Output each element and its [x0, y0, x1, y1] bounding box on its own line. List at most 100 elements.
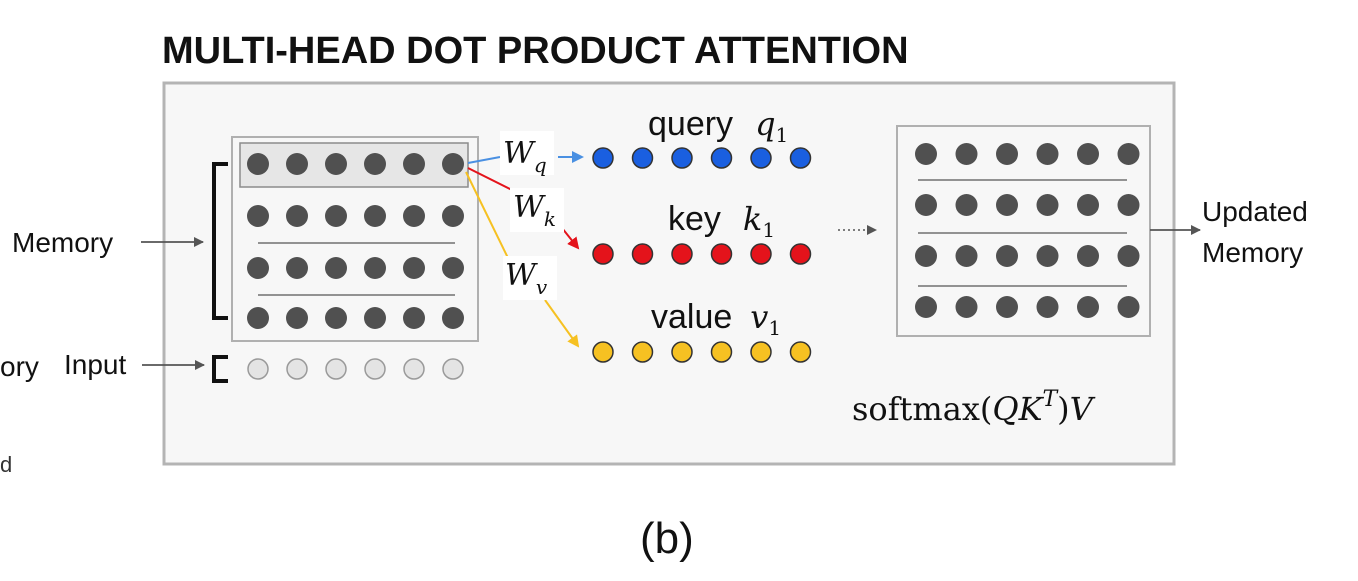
query-dot: [592, 147, 614, 169]
updated-memory-label-line2: Memory: [1202, 237, 1303, 268]
output-dot: [955, 245, 978, 267]
clipped-text-fragment: ory: [0, 351, 39, 382]
memory-dot: [364, 307, 386, 329]
updated-memory-label-line1: Updated: [1202, 196, 1308, 227]
memory-dot: [247, 205, 269, 227]
key-dot: [592, 243, 614, 265]
selected-memory-row: [239, 142, 469, 188]
key-dot: [671, 243, 693, 265]
output-dot: [955, 296, 978, 318]
memory-dots: [247, 153, 464, 329]
value-dot: [789, 341, 812, 363]
memory-dot: [286, 153, 308, 175]
input-dots: [247, 358, 464, 380]
memory-dot: [364, 205, 386, 227]
memory-dot: [364, 257, 386, 279]
output-dot: [955, 143, 978, 165]
input-label: Input: [64, 349, 126, 380]
query-dot: [631, 147, 654, 169]
wk-label-box: [510, 188, 564, 232]
output-dot: [955, 194, 978, 216]
output-dot: [1077, 143, 1099, 165]
memory-dot: [325, 257, 347, 279]
output-dot: [996, 296, 1018, 318]
figure-caption: (b): [640, 514, 694, 563]
input-dot: [325, 358, 347, 380]
output-dot: [915, 296, 937, 318]
output-dot: [1036, 296, 1059, 318]
output-dot: [1077, 245, 1099, 267]
value-projection-arrow: [465, 171, 578, 346]
memory-dot: [325, 153, 347, 175]
output-dots: [915, 143, 1140, 318]
output-dot: [1036, 245, 1059, 267]
memory-dot: [442, 307, 464, 329]
output-dot: [996, 245, 1018, 267]
query-dot: [671, 147, 693, 169]
wq-label: Wq: [503, 136, 547, 177]
memory-dot: [286, 307, 308, 329]
output-dot: [1117, 296, 1140, 318]
query-dot: [789, 147, 812, 169]
memory-dot: [325, 205, 347, 227]
output-dot: [1117, 143, 1140, 165]
query-vector-dots: [592, 147, 812, 169]
input-dot: [403, 358, 425, 380]
attention-formula: softmax(QKT)V: [852, 387, 1096, 428]
input-dot: [364, 358, 386, 380]
clipped-text-fragment: d: [0, 452, 12, 477]
memory-dot: [325, 307, 347, 329]
value-dot: [671, 341, 693, 363]
key-dot: [710, 243, 733, 265]
input-dot: [442, 358, 464, 380]
key-dot: [789, 243, 812, 265]
query-projection-arrow: [467, 157, 582, 163]
memory-dot: [247, 153, 269, 175]
key-vector-dots: [592, 243, 812, 265]
memory-dot: [286, 205, 308, 227]
output-block: [896, 125, 1151, 337]
wk-label: Wk: [513, 190, 556, 231]
value-vector-dots: [592, 341, 812, 363]
diagram-title: MULTI-HEAD DOT PRODUCT ATTENTION: [162, 30, 909, 72]
value-dot: [750, 341, 772, 363]
memory-dot: [403, 257, 425, 279]
output-dot: [1077, 296, 1099, 318]
wv-label-box: [503, 256, 557, 300]
key-dot: [631, 243, 654, 265]
output-dot: [915, 143, 937, 165]
memory-bracket: [212, 162, 228, 320]
memory-dot: [364, 153, 386, 175]
memory-dot: [442, 205, 464, 227]
memory-dot: [247, 257, 269, 279]
input-dot: [247, 358, 269, 380]
output-dot: [915, 245, 937, 267]
memory-dot: [247, 307, 269, 329]
memory-dot: [286, 257, 308, 279]
input-bracket: [212, 355, 228, 383]
output-dot: [1077, 194, 1099, 216]
output-dot: [915, 194, 937, 216]
memory-dot: [403, 307, 425, 329]
wq-label-box: [500, 131, 554, 175]
output-dot: [1036, 194, 1059, 216]
output-dot: [1117, 245, 1140, 267]
query-dot: [750, 147, 772, 169]
input-dot: [286, 358, 308, 380]
query-dot: [710, 147, 733, 169]
memory-dot: [442, 153, 464, 175]
memory-dot: [403, 205, 425, 227]
value-dot: [710, 341, 733, 363]
memory-dot: [403, 153, 425, 175]
key-projection-arrow: [467, 167, 578, 248]
value-dot: [592, 341, 614, 363]
wv-label: Wv: [505, 258, 548, 299]
output-dot: [996, 143, 1018, 165]
memory-dot: [442, 257, 464, 279]
key-dot: [750, 243, 772, 265]
